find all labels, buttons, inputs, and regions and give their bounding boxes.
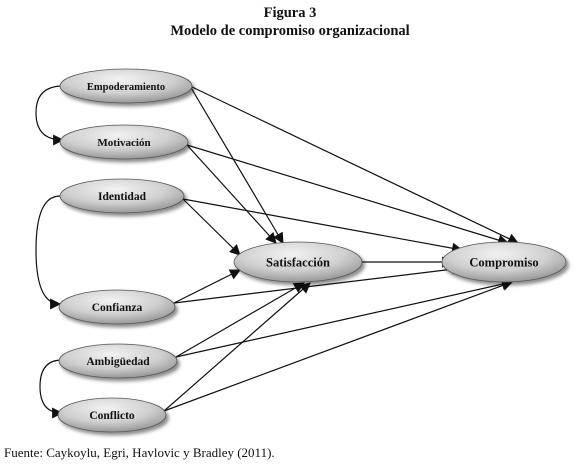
arrow-conflicto-to-satisfaccion [163, 282, 311, 412]
node-satisfaccion-shape [233, 241, 363, 283]
node-satisfaccion: Satisfacción [233, 241, 363, 283]
arrow-confianza-to-satisfaccion [173, 269, 241, 304]
correlation-layer [35, 80, 73, 419]
node-identidad-label: Identidad [98, 191, 147, 203]
node-empoderamiento-label: Empoderamiento [87, 82, 165, 93]
node-confianza-label: Confianza [92, 302, 143, 314]
node-identidad-shape [59, 178, 185, 214]
node-compromiso-shape [441, 241, 567, 283]
node-conflicto-shape [57, 397, 167, 433]
diagram: EmpoderamientoMotivaciónIdentidadConfian… [35, 68, 567, 433]
node-satisfaccion-label: Satisfacción [266, 256, 330, 270]
arrow-motivacion-to-satisfaccion [186, 144, 277, 244]
node-compromiso: Compromiso [441, 241, 567, 283]
node-ambiguedad-shape [58, 343, 178, 379]
arrow-motivacion-to-compromiso [186, 144, 510, 246]
node-motivacion: Motivación [59, 124, 189, 160]
node-identidad: Identidad [59, 178, 185, 214]
node-empoderamiento-shape [59, 68, 193, 104]
correlation-ambiguedad-conflicto [39, 354, 72, 419]
node-ambiguedad: Ambigüedad [58, 343, 178, 379]
arrow-conflicto-to-compromiso [163, 280, 514, 412]
node-conflicto-label: Conflicto [89, 410, 135, 422]
node-confianza-shape [58, 289, 176, 325]
arrow-layer [163, 85, 519, 412]
figure-title: Figura 3 [263, 5, 317, 21]
node-layer: EmpoderamientoMotivaciónIdentidadConfian… [57, 68, 567, 433]
correlation-identidad-confianza [35, 190, 70, 310]
source-note: Fuente: Caykoylu, Egri, Havlovic y Bradl… [4, 445, 275, 460]
arrow-empoderamiento-to-compromiso [189, 85, 519, 244]
arrow-empoderamiento-to-satisfaccion [189, 85, 284, 244]
node-confianza: Confianza [58, 289, 176, 325]
node-empoderamiento: Empoderamiento [59, 68, 193, 104]
node-ambiguedad-label: Ambigüedad [86, 356, 150, 368]
arrow-identidad-to-satisfaccion [182, 198, 241, 256]
node-motivacion-shape [59, 124, 189, 160]
correlation-empoderamiento-motivacion [35, 80, 73, 146]
arrow-ambiguedad-to-satisfaccion [175, 282, 305, 358]
arrow-identidad-to-compromiso [182, 198, 464, 254]
node-compromiso-label: Compromiso [469, 256, 538, 270]
node-conflicto: Conflicto [57, 397, 167, 433]
node-motivacion-label: Motivación [97, 137, 150, 149]
figure-subtitle: Modelo de compromiso organizacional [170, 23, 410, 39]
arrow-confianza-to-compromiso [173, 263, 464, 304]
arrow-ambiguedad-to-compromiso [175, 278, 514, 358]
